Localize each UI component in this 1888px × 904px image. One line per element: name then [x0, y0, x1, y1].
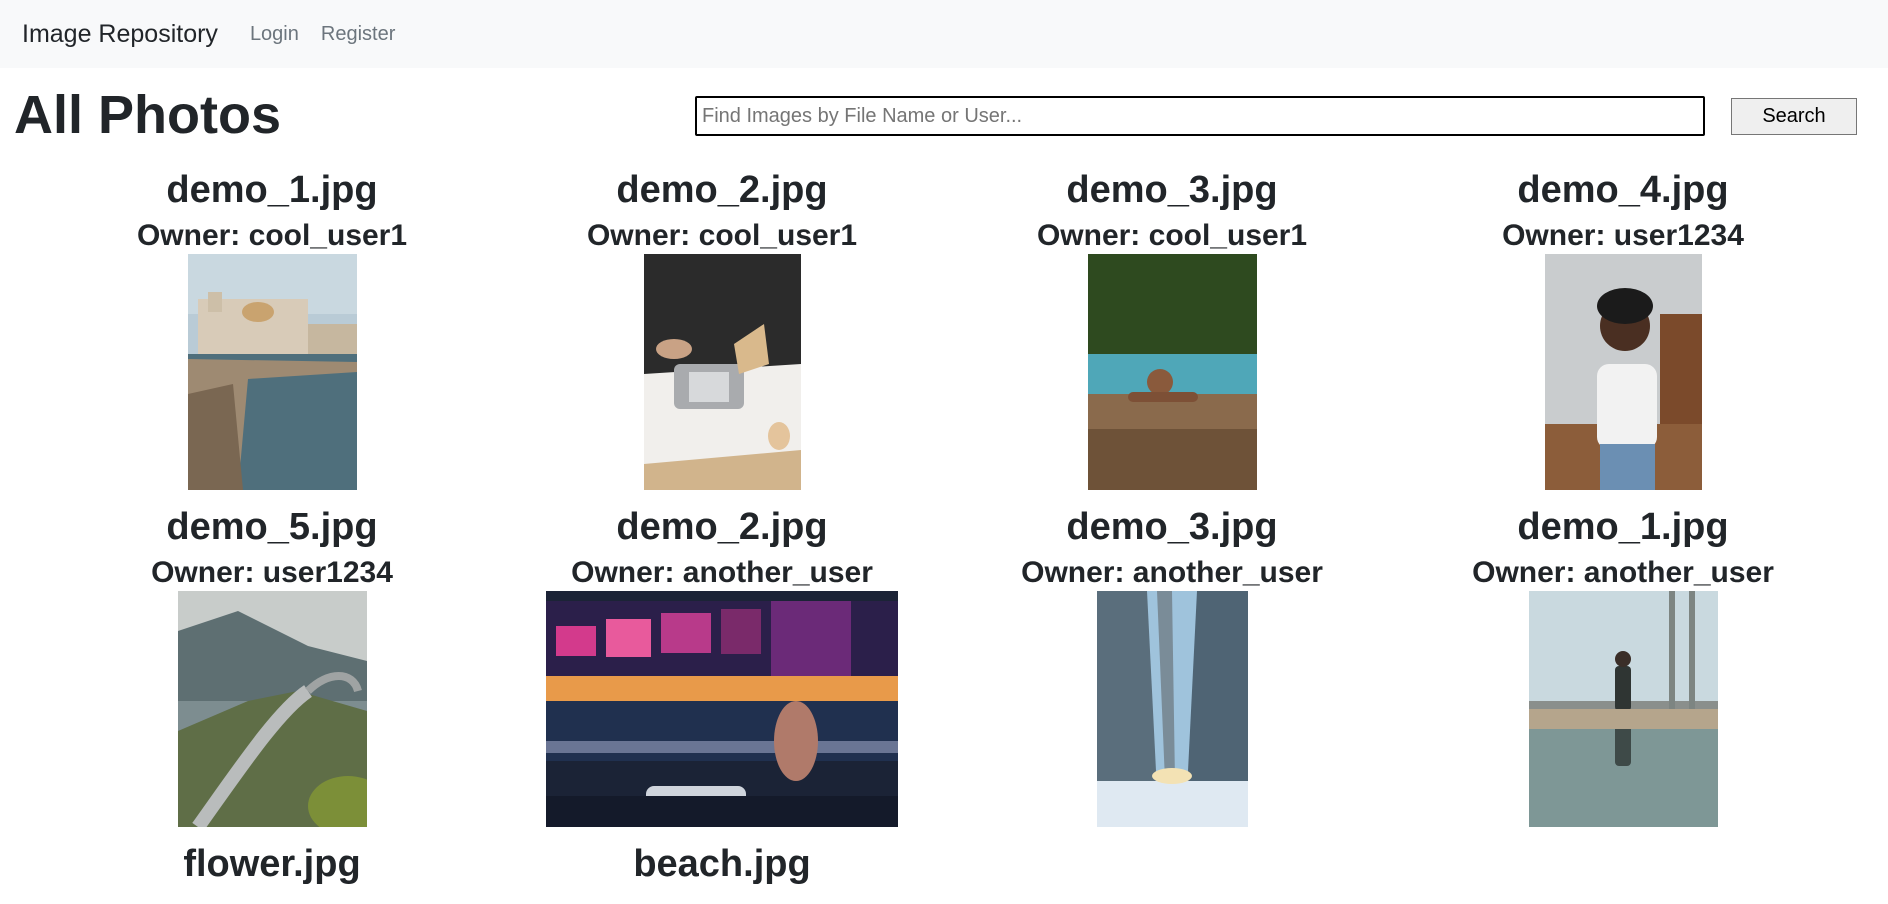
login-link[interactable]: Login: [249, 22, 299, 45]
photo-owner: Owner: cool_user1: [1036, 219, 1308, 252]
photo-file-name: demo_1.jpg: [1517, 506, 1729, 548]
search-input[interactable]: [695, 96, 1705, 136]
photo-grid: demo_1.jpg Owner: cool_user1 demo_2.jpg …: [0, 168, 1888, 904]
search-button[interactable]: Search: [1731, 98, 1857, 135]
photo-card[interactable]: demo_2.jpg Owner: another_user: [502, 505, 942, 827]
photo-owner: Owner: cool_user1: [586, 219, 858, 252]
photo-card[interactable]: demo_1.jpg Owner: cool_user1: [52, 168, 492, 490]
photo-file-name: demo_5.jpg: [166, 506, 378, 548]
photo-file-name: flower.jpg: [183, 843, 361, 885]
photo-owner: Owner: cool_user1: [136, 219, 408, 252]
photo-card[interactable]: demo_3.jpg Owner: cool_user1: [952, 168, 1392, 490]
photo-image[interactable]: [1096, 591, 1248, 827]
photo-owner: Owner: another_user: [1021, 556, 1323, 589]
photo-card[interactable]: flower.jpg: [52, 842, 492, 886]
photo-card[interactable]: demo_3.jpg Owner: another_user: [952, 505, 1392, 827]
navbar: Image Repository Login Register: [0, 0, 1888, 68]
photo-owner: Owner: user1234: [151, 556, 393, 589]
photo-file-name: demo_3.jpg: [1066, 169, 1278, 211]
photo-file-name: demo_3.jpg: [1066, 506, 1278, 548]
photo-owner: Owner: another_user: [571, 556, 873, 589]
brand-link[interactable]: Image Repository: [22, 19, 218, 48]
photo-file-name: demo_4.jpg: [1517, 169, 1729, 211]
photo-card[interactable]: demo_2.jpg Owner: cool_user1: [502, 168, 942, 490]
title-row: All Photos Search: [0, 68, 1888, 168]
photo-image[interactable]: [546, 591, 898, 827]
photo-image[interactable]: [187, 254, 357, 490]
photo-owner: Owner: another_user: [1472, 556, 1774, 589]
register-link[interactable]: Register: [320, 22, 396, 45]
photo-owner: Owner: user1234: [1502, 219, 1744, 252]
photo-file-name: demo_1.jpg: [166, 169, 378, 211]
photo-image[interactable]: [1087, 254, 1257, 490]
photo-image[interactable]: [1528, 591, 1718, 827]
photo-image[interactable]: [1544, 254, 1702, 490]
photo-card[interactable]: demo_1.jpg Owner: another_user: [1403, 505, 1843, 827]
photo-file-name: demo_2.jpg: [616, 169, 828, 211]
photo-image[interactable]: [643, 254, 801, 490]
photo-card[interactable]: beach.jpg: [502, 842, 942, 886]
photo-file-name: demo_2.jpg: [616, 506, 828, 548]
page-title: All Photos: [14, 85, 281, 145]
photo-card[interactable]: demo_4.jpg Owner: user1234: [1403, 168, 1843, 490]
photo-card[interactable]: demo_5.jpg Owner: user1234: [52, 505, 492, 827]
photo-image[interactable]: [177, 591, 367, 827]
photo-file-name: beach.jpg: [633, 843, 811, 885]
